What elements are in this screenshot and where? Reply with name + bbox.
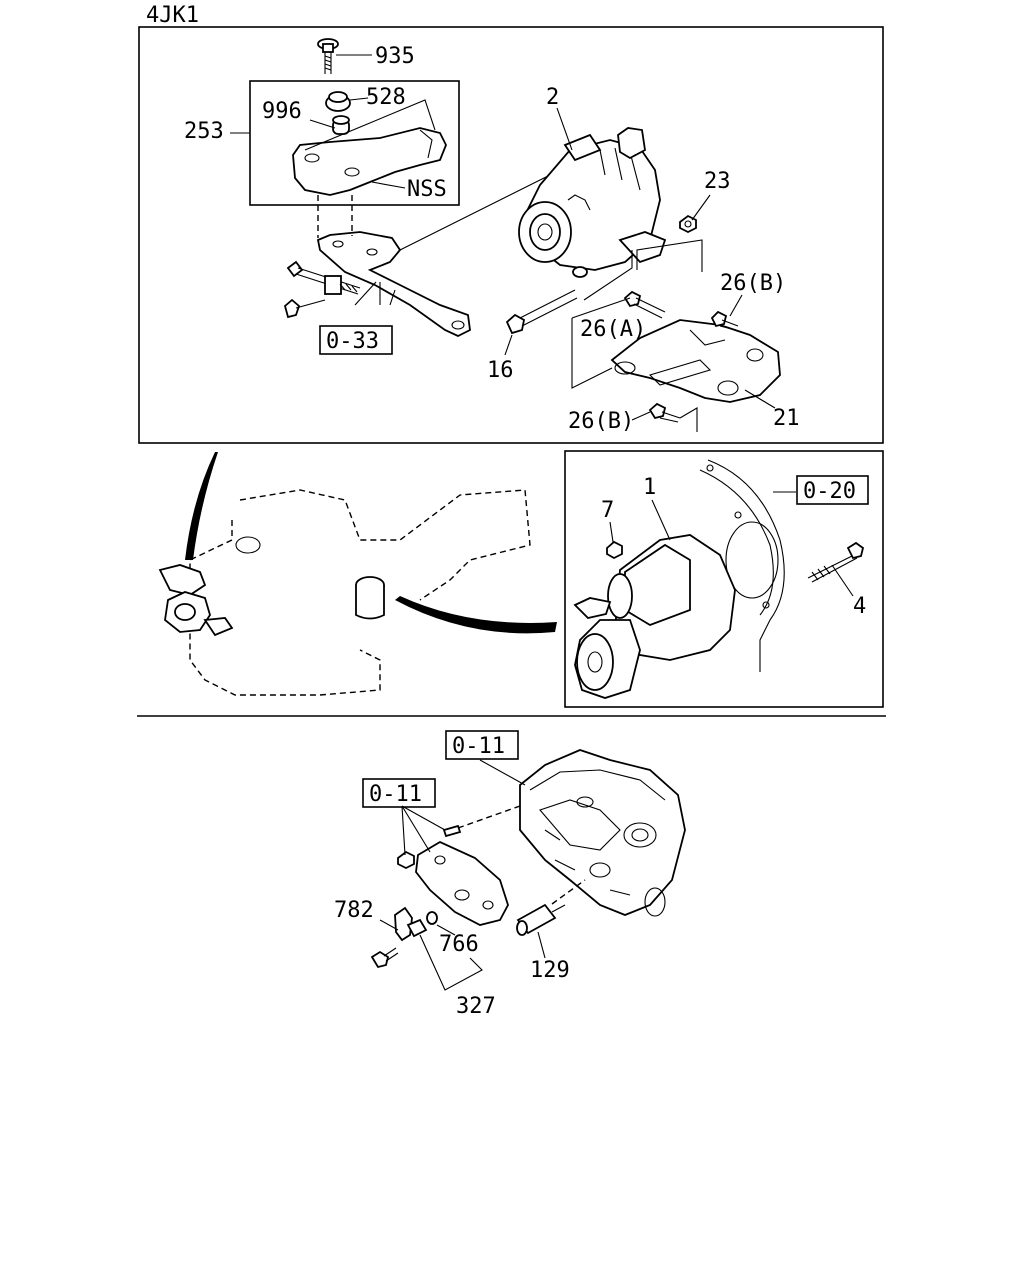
bracket-subassembly-box [249,80,460,206]
callout-129: 129 [530,958,570,983]
guide-line-129 [551,879,586,905]
front-plate-drawing [415,840,509,926]
leader-1 [651,499,671,541]
leader-4 [831,564,854,597]
callout-23: 23 [704,169,731,194]
ref-box-033 [319,325,393,355]
ref-box-011-top [445,730,519,760]
collar-996-drawing [332,115,350,135]
leader-129 [537,931,546,959]
bolt-782-drawing [370,947,399,969]
leader-011-left [401,805,446,856]
bolt-16-drawing [505,289,578,335]
bolt-26b-lower-drawing [648,402,681,423]
upper-bracket-drawing [292,127,447,196]
engine-overview-drawing [158,452,557,696]
callout-26b-upper: 26(B) [720,271,786,296]
starter-motor-drawing [573,534,736,699]
ref-011-top-label: 0-11 [452,734,505,759]
callout-766: 766 [439,932,479,957]
leader-7 [609,521,614,543]
dowel-pin-drawing [397,824,462,870]
callout-327: 327 [456,994,496,1019]
leader-996 [309,119,336,129]
ref-020-label: 0-20 [803,479,856,504]
callout-1: 1 [643,475,656,500]
guide-lines-253 [317,195,353,238]
ref-011-left-label: 0-11 [369,782,422,807]
lower-bracket-drawing [316,231,471,337]
callout-996: 996 [262,99,302,124]
leader-2 [556,107,573,151]
ref-033-label: 0-33 [326,329,379,354]
cylinder-block-drawing [519,749,686,917]
leader-033 [354,281,396,306]
generator-drawing [518,127,667,278]
leader-nss [304,99,436,151]
leader-26b-lower [631,411,651,421]
bolt-26b-upper-drawing [710,310,739,331]
leader-528 [349,97,369,101]
bolt-26a-drawing [623,290,666,319]
coolant-temp-sensor-drawing [516,903,566,936]
flywheel-housing-drawing [699,459,785,672]
leader-011-top [479,759,526,786]
callout-2: 2 [546,85,559,110]
small-bolt-drawing [283,298,326,319]
callout-7: 7 [601,498,614,523]
model-code: 4JK1 [146,3,199,28]
adjusting-bolt-drawing [286,260,361,295]
crankshaft-sensor-drawing [394,906,438,942]
callout-782: 782 [334,898,374,923]
leader-782 [379,919,399,931]
leader-generator-bracket [583,250,633,301]
guide-line-bracket-generator [399,169,561,251]
callout-16: 16 [487,358,514,383]
callout-253: 253 [184,119,224,144]
leader-16 [504,334,513,356]
leader-23 [691,194,711,221]
callout-4: 4 [853,594,866,619]
leader-327 [419,934,483,991]
bolt-935-drawing [317,38,339,74]
callout-nss: NSS [407,177,447,202]
bracket-21-drawing [610,319,781,403]
nut-7-drawing [606,540,623,560]
generator-panel-frame [138,26,884,444]
callout-528: 528 [366,85,406,110]
leader-766 [436,924,456,936]
leader-21 [744,389,776,409]
leader-group-26a [571,318,613,389]
callout-21: 21 [773,406,800,431]
ref-box-011-left [362,778,436,808]
starter-panel-frame [564,450,884,708]
callout-26b-lower: 26(B) [568,409,634,434]
guide-line-dowel [457,805,521,829]
bolt-4-drawing [807,541,865,583]
leader-26b-upper [729,294,743,317]
insulator-528-drawing [325,91,351,112]
callout-26a: 26(A) [580,317,646,342]
callout-935: 935 [375,44,415,69]
ref-box-020 [796,475,869,505]
